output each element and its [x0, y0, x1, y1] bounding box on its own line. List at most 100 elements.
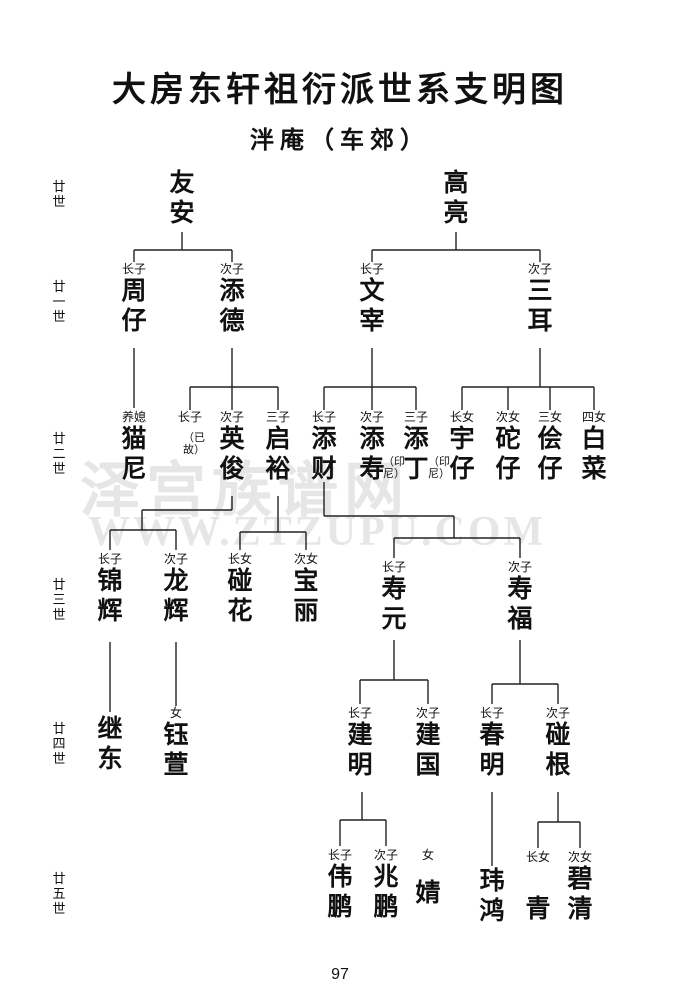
relation-label: 次子: [359, 410, 384, 424]
relation-label: 四女: [581, 410, 606, 424]
generation-label-23: 廿三世: [52, 578, 66, 623]
person-name: 宝丽: [293, 566, 319, 625]
relation-label: 长子: [347, 706, 372, 720]
relation-label: 三子: [265, 410, 290, 424]
person-name: 兆鹏: [373, 862, 399, 921]
generation-label-21: 廿一世: [52, 280, 66, 325]
person-node: 长子 建明: [346, 706, 374, 780]
relation-label: 次子: [527, 262, 552, 276]
person-node: 次子 三耳: [526, 262, 554, 336]
relation-label: 次子: [507, 560, 532, 574]
person-node: 长子 文宰: [358, 262, 386, 336]
person-node: 女 钰萱: [162, 706, 190, 780]
relation-label: 长子: [479, 706, 504, 720]
person-node: 四女 白菜: [580, 410, 608, 484]
person-node: 高亮: [442, 168, 470, 228]
relation-label: 长女: [525, 850, 551, 864]
person-node: 长子 周仔: [120, 262, 148, 336]
person-node: 长子 添财: [310, 410, 338, 484]
person-name: 白菜: [581, 424, 607, 483]
relation-label: 长子: [177, 410, 203, 424]
deceased-note: （已故）: [183, 431, 205, 456]
person-node: 次女 碧清: [566, 850, 594, 924]
person-name: 砣仔: [495, 424, 521, 483]
person-name: 添丁: [403, 424, 429, 483]
person-name: 宇仔: [449, 424, 475, 483]
person-node: 继东: [96, 714, 124, 774]
person-node: 玮鸿: [478, 866, 506, 926]
relation-label: 长子: [121, 262, 146, 276]
person-name: 高亮: [443, 168, 469, 227]
relation-label: 次子: [163, 552, 188, 566]
person-name: 文宰: [359, 276, 385, 335]
person-name: 添寿: [359, 424, 385, 483]
relation-label: 长女: [449, 410, 474, 424]
person-name: 添德: [219, 276, 245, 335]
person-node: 次子 添德: [218, 262, 246, 336]
person-node: 次女 宝丽: [292, 552, 320, 626]
person-node: 次子 寿福: [506, 560, 534, 634]
relation-label: 三子: [403, 410, 428, 424]
person-name: 侩仔: [537, 424, 563, 483]
person-node: 长女 青: [525, 850, 550, 924]
person-node: 女 婧: [415, 848, 440, 908]
location-note: （印尼）: [428, 455, 450, 480]
relation-label: 长女: [227, 552, 252, 566]
person-node: 友安: [168, 168, 196, 228]
person-node: 三子 添丁: [402, 410, 430, 484]
relation-label: 次子: [415, 706, 440, 720]
person-node: 次女 砣仔: [494, 410, 522, 484]
person-name: 建国: [415, 720, 441, 779]
person-name: 钰萱: [163, 720, 189, 779]
generation-label-24: 廿四世: [52, 722, 66, 767]
person-node: 长子 锦辉: [96, 552, 124, 626]
relation-label: 次子: [373, 848, 398, 862]
relation-label: 长子: [311, 410, 336, 424]
relation-label: 长子: [381, 560, 406, 574]
relation-label: 长子: [97, 552, 122, 566]
person-node: 长子 伟鹏: [326, 848, 354, 922]
watermark-cn: 泽宫族谱网: [80, 456, 410, 526]
relation-label: 次子: [219, 262, 244, 276]
person-name: 寿元: [381, 574, 407, 633]
page-number: 97: [331, 966, 349, 983]
person-node: 三子 启裕: [264, 410, 292, 484]
relation-label: 养媳: [121, 410, 146, 424]
person-node: 养媳 猫尼: [120, 410, 148, 484]
person-name: 碧清: [567, 864, 593, 923]
person-name: 英俊: [219, 424, 245, 483]
person-name: 周仔: [121, 276, 147, 335]
person-node: 次子 龙辉: [162, 552, 190, 626]
relation-label: 次女: [293, 552, 318, 566]
chart-subtitle: 泮庵（车郊）: [250, 125, 430, 154]
relation-label: 女: [169, 706, 182, 720]
person-name: 青: [525, 894, 551, 923]
relation-label: 三女: [537, 410, 562, 424]
person-node: 长女 宇仔: [448, 410, 476, 484]
watermark-url: WWW.ZTZUPU.COM: [88, 509, 547, 555]
person-name: 三耳: [527, 276, 553, 335]
relation-label: 次子: [545, 706, 570, 720]
person-node: 次子 兆鹏: [372, 848, 400, 922]
person-name: 添财: [311, 424, 337, 483]
relation-label: 次女: [567, 850, 592, 864]
person-node: 次子 添寿: [358, 410, 386, 484]
generation-label-25: 廿五世: [52, 872, 66, 917]
person-name: 友安: [169, 168, 195, 227]
person-node: 次子 建国: [414, 706, 442, 780]
person-name: 玮鸿: [479, 866, 505, 925]
location-note: （印尼）: [383, 455, 405, 480]
person-node: 长子: [178, 410, 202, 424]
person-name: 龙辉: [163, 566, 189, 625]
person-name: 碰花: [227, 566, 253, 625]
relation-label: 长子: [359, 262, 384, 276]
person-name: 寿福: [507, 574, 533, 633]
person-name: 建明: [347, 720, 373, 779]
person-name: 继东: [97, 714, 123, 773]
person-node: 长女 碰花: [226, 552, 254, 626]
person-name: 伟鹏: [327, 862, 353, 921]
relation-label: 次子: [219, 410, 244, 424]
person-name: 锦辉: [97, 566, 123, 625]
